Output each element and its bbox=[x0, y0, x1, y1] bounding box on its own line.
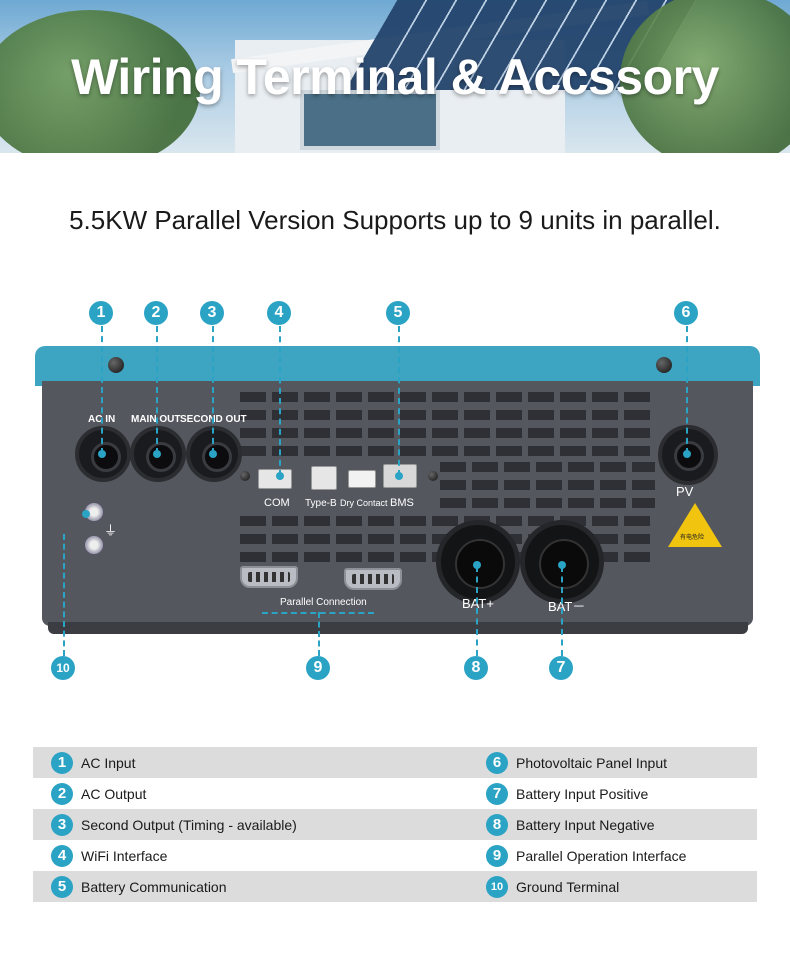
callout-dot-4 bbox=[276, 472, 284, 480]
legend-item: 5 Battery Communication bbox=[51, 874, 227, 899]
callout-line-5 bbox=[398, 326, 400, 476]
callout-line-2 bbox=[156, 326, 158, 454]
legend-marker: 9 bbox=[486, 844, 508, 867]
com-label: COM bbox=[264, 497, 290, 509]
pv-label: PV bbox=[676, 484, 694, 499]
type-b-port bbox=[311, 466, 337, 490]
house-window-image bbox=[300, 90, 440, 150]
callout-line-6 bbox=[686, 326, 688, 454]
callout-marker-4: 4 bbox=[267, 301, 291, 325]
ground-bolt bbox=[84, 535, 104, 555]
legend-marker: 7 bbox=[486, 782, 508, 805]
legend-row: 4 WiFi Interface 9 Parallel Operation In… bbox=[33, 840, 757, 871]
callout-marker-8: 8 bbox=[464, 656, 488, 680]
legend-item: 2 AC Output bbox=[51, 781, 146, 806]
legend-marker: 10 bbox=[486, 875, 508, 898]
legend-item: 10 Ground Terminal bbox=[486, 874, 619, 899]
legend-row: 3 Second Output (Timing - available) 8 B… bbox=[33, 809, 757, 840]
legend-item: 9 Parallel Operation Interface bbox=[486, 843, 686, 868]
header-banner: Wiring Terminal & Accssory bbox=[0, 0, 790, 153]
bms-label: BMS bbox=[390, 497, 414, 509]
legend-item: 4 WiFi Interface bbox=[51, 843, 167, 868]
callout-line-10 bbox=[63, 534, 65, 656]
callout-marker-7: 7 bbox=[549, 656, 573, 680]
legend-label: Photovoltaic Panel Input bbox=[516, 754, 667, 771]
callout-dot-8 bbox=[473, 561, 481, 569]
legend-marker: 3 bbox=[51, 813, 73, 836]
page-subtitle: 5.5KW Parallel Version Supports up to 9 … bbox=[69, 205, 721, 235]
legend-label: Battery Communication bbox=[81, 878, 227, 895]
warning-sticker-text: 有电危险 bbox=[680, 535, 705, 541]
legend-label: AC Input bbox=[81, 754, 136, 771]
bms-port bbox=[383, 464, 417, 488]
vent-grille-middle bbox=[440, 458, 655, 508]
type-b-label: Type-B bbox=[305, 498, 337, 509]
tree-left-image bbox=[0, 10, 200, 153]
bat-neg-label: BAT－ bbox=[548, 599, 586, 614]
callout-marker-10: 10 bbox=[51, 656, 75, 680]
callout-dot-2 bbox=[153, 450, 161, 458]
legend-label: Battery Input Negative bbox=[516, 816, 655, 833]
banner-title: Wiring Terminal & Accssory bbox=[71, 49, 719, 105]
dry-contact-port bbox=[348, 470, 376, 488]
callout-marker-6: 6 bbox=[674, 301, 698, 325]
parallel-port-2 bbox=[344, 568, 402, 590]
device-lid bbox=[35, 346, 760, 386]
callout-marker-1: 1 bbox=[89, 301, 113, 325]
callout-line-9 bbox=[318, 612, 320, 656]
callout-marker-2: 2 bbox=[144, 301, 168, 325]
legend-item: 8 Battery Input Negative bbox=[486, 812, 655, 837]
callout-dot-6 bbox=[683, 450, 691, 458]
legend-marker: 8 bbox=[486, 813, 508, 836]
legend-label: Ground Terminal bbox=[516, 878, 620, 895]
legend-marker: 6 bbox=[486, 751, 508, 774]
legend-marker: 2 bbox=[51, 782, 73, 805]
vent-grille-top bbox=[240, 390, 655, 456]
com-usb-port bbox=[258, 469, 292, 489]
callout-dot-1 bbox=[98, 450, 106, 458]
callout-dot-10 bbox=[82, 510, 90, 518]
callout-line-8 bbox=[476, 566, 478, 656]
screw-right bbox=[656, 357, 672, 373]
legend-label: Battery Input Positive bbox=[516, 785, 649, 802]
legend-row: 5 Battery Communication 10 Ground Termin… bbox=[33, 871, 757, 902]
legend-label: Second Output (Timing - available) bbox=[81, 816, 297, 833]
callout-marker-3: 3 bbox=[200, 301, 224, 325]
dry-contact-label: Dry Contact bbox=[340, 498, 388, 508]
screw-panel bbox=[428, 471, 438, 481]
legend-marker: 4 bbox=[51, 844, 73, 867]
main-out-label: MAIN OUT bbox=[131, 414, 181, 425]
callout-line-3 bbox=[212, 326, 214, 454]
parallel-port-1 bbox=[240, 566, 298, 588]
screw-panel bbox=[240, 471, 250, 481]
legend-label: Parallel Operation Interface bbox=[516, 847, 687, 864]
callout-dot-7 bbox=[558, 561, 566, 569]
legend-row: 1 AC Input 6 Photovoltaic Panel Input bbox=[33, 747, 757, 778]
legend-label: WiFi Interface bbox=[81, 847, 168, 864]
callout-line-7 bbox=[561, 566, 563, 656]
callout-dot-5 bbox=[395, 472, 403, 480]
callout-line-1 bbox=[101, 326, 103, 454]
legend-row: 2 AC Output 7 Battery Input Positive bbox=[33, 778, 757, 809]
legend-marker: 5 bbox=[51, 875, 73, 898]
legend-label: AC Output bbox=[81, 785, 147, 802]
legend-item: 1 AC Input bbox=[51, 750, 135, 775]
legend-marker: 1 bbox=[51, 751, 73, 774]
legend-item: 3 Second Output (Timing - available) bbox=[51, 812, 297, 837]
ground-symbol: ⏚ bbox=[104, 523, 118, 538]
callout-marker-5: 5 bbox=[386, 301, 410, 325]
screw-left bbox=[108, 357, 124, 373]
tree-right-image bbox=[620, 0, 790, 153]
legend-table: 1 AC Input 6 Photovoltaic Panel Input 2 … bbox=[33, 747, 757, 902]
callout-marker-9: 9 bbox=[306, 656, 330, 680]
inverter-foot bbox=[48, 622, 748, 634]
legend-item: 6 Photovoltaic Panel Input bbox=[486, 750, 667, 775]
ac-in-gland bbox=[75, 426, 131, 482]
legend-item: 7 Battery Input Positive bbox=[486, 781, 648, 806]
warning-sticker bbox=[668, 503, 722, 547]
callout-line-9-h bbox=[262, 612, 374, 614]
callout-dot-3 bbox=[209, 450, 217, 458]
parallel-connection-label: Parallel Connection bbox=[280, 597, 367, 608]
callout-line-4 bbox=[279, 326, 281, 476]
